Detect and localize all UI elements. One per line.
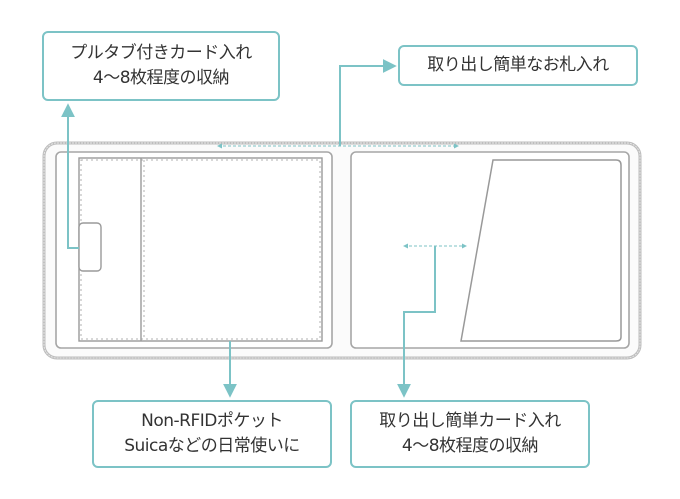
- callout-line: プルタブ付きカード入れ: [70, 43, 252, 63]
- callout-line: Suicaなどの日常使いに: [124, 436, 300, 456]
- callout-line: 取り出し簡単カード入れ: [379, 411, 561, 431]
- callout-bill-compartment: 取り出し簡単なお札入れ: [398, 45, 638, 86]
- callout-pull-tab-card: プルタブ付きカード入れ 4〜8枚程度の収納: [42, 31, 280, 101]
- callout-easy-card-slot: 取り出し簡単カード入れ 4〜8枚程度の収納: [350, 400, 590, 468]
- callout-line: 4〜8枚程度の収納: [92, 68, 230, 88]
- callout-non-rfid-pocket: Non-RFIDポケット Suicaなどの日常使いに: [92, 400, 332, 468]
- callout-line: 4〜8枚程度の収納: [401, 436, 539, 456]
- slanted-card-pocket: [460, 159, 622, 342]
- pocket-divider: [140, 158, 145, 341]
- right-panel: [350, 151, 630, 349]
- leader-bill-compartment: [339, 59, 397, 146]
- callout-line: 取り出し簡単なお札入れ: [427, 55, 609, 75]
- leader-pull-tab: [61, 103, 79, 249]
- leader-easy-card: [397, 246, 436, 398]
- left-panel: [55, 151, 333, 349]
- callout-line: Non-RFIDポケット: [141, 411, 283, 431]
- pull-tab: [78, 222, 102, 272]
